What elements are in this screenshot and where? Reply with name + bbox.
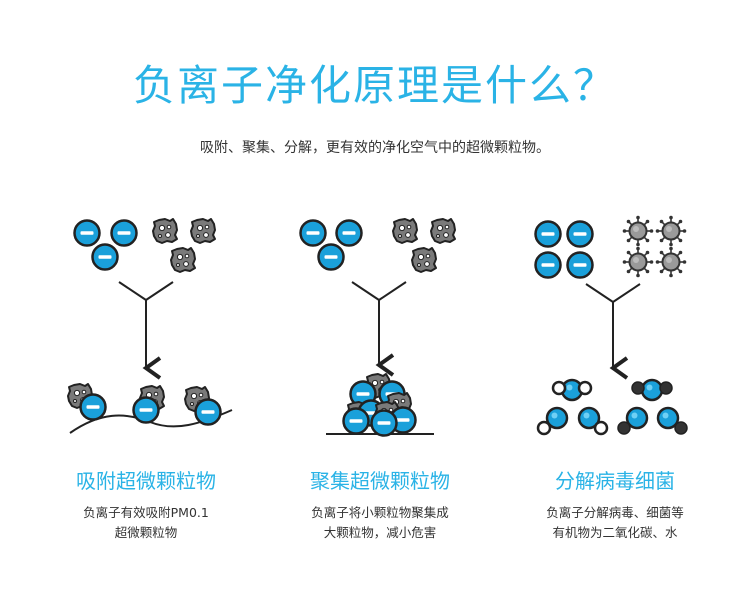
panel-1-adsorb bbox=[67, 218, 233, 434]
negative-ion-icon bbox=[317, 243, 345, 271]
virus-icon bbox=[654, 214, 688, 248]
particle-cluster bbox=[342, 373, 417, 437]
particle-icon bbox=[411, 247, 437, 273]
particle-icon bbox=[392, 218, 418, 244]
panel-3-decompose bbox=[534, 214, 688, 436]
page-subtitle: 吸附、聚集、分解，更有效的净化空气中的超微颗粒物。 bbox=[200, 140, 550, 156]
description-line: 负离子将小颗粒物聚集成 bbox=[311, 505, 449, 520]
negative-ion-icon bbox=[79, 393, 107, 421]
negative-ion-icon bbox=[534, 251, 562, 279]
flow-arrow bbox=[585, 283, 641, 368]
negative-ion-icon bbox=[110, 219, 138, 247]
flow-arrow bbox=[118, 281, 174, 368]
description-line: 有机物为二氧化碳、水 bbox=[552, 525, 678, 540]
description-line: 负离子有效吸附PM0.1 bbox=[83, 505, 209, 520]
particle-icon bbox=[430, 218, 456, 244]
panel-2-caption: 聚集超微颗粒物 bbox=[310, 469, 450, 493]
virus-icon bbox=[654, 245, 688, 279]
description-line: 负离子分解病毒、细菌等 bbox=[546, 505, 684, 520]
page-title: 负离子净化原理是什么？ bbox=[132, 61, 617, 110]
negative-ion-icon bbox=[299, 219, 327, 247]
description-line: 大颗粒物，减小危害 bbox=[323, 525, 437, 540]
flow-arrow bbox=[351, 281, 407, 365]
panel-1-caption: 吸附超微颗粒物 bbox=[76, 469, 216, 493]
molecule-icon bbox=[536, 378, 609, 436]
negative-ion-icon bbox=[73, 219, 101, 247]
negative-ion-icon bbox=[132, 396, 160, 424]
particle-icon bbox=[190, 218, 216, 244]
panel-3-description: 负离子分解病毒、细菌等 有机物为二氧化碳、水 bbox=[490, 503, 740, 543]
negative-ion-icon bbox=[566, 220, 594, 248]
description-line: 超微颗粒物 bbox=[114, 525, 178, 540]
negative-ion-icon bbox=[566, 251, 594, 279]
particle-icon bbox=[152, 218, 178, 244]
panel-1-description: 负离子有效吸附PM0.1 超微颗粒物 bbox=[21, 503, 271, 543]
negative-ion-icon bbox=[91, 243, 119, 271]
negative-ion-icon bbox=[194, 398, 222, 426]
negative-ion-icon bbox=[335, 219, 363, 247]
panel-3-caption: 分解病毒细菌 bbox=[555, 469, 675, 493]
virus-icon bbox=[621, 214, 655, 248]
virus-icon bbox=[621, 245, 655, 279]
negative-ion-icon bbox=[534, 220, 562, 248]
panel-2-aggregate bbox=[299, 218, 456, 437]
panel-2-description: 负离子将小颗粒物聚集成 大颗粒物，减小危害 bbox=[255, 503, 505, 543]
molecule-icon bbox=[617, 378, 688, 435]
particle-icon bbox=[170, 247, 196, 273]
